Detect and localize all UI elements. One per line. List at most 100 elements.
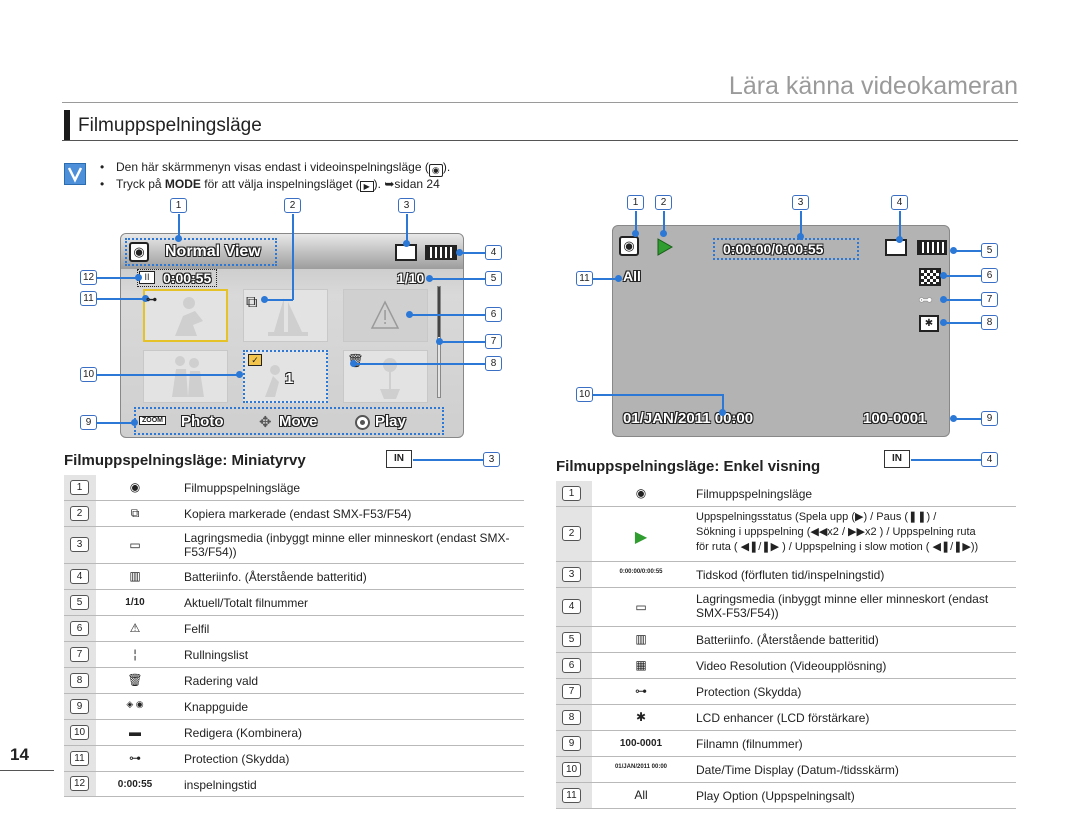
table-row: 8🗑Radering vald xyxy=(64,668,524,694)
row-description: Protection (Skydda) xyxy=(696,685,802,699)
row-description: Aktuell/Totalt filnummer xyxy=(184,596,309,610)
table-row: 1◉Filmuppspelningsläge xyxy=(64,475,524,501)
callout-4: 4 xyxy=(485,245,502,260)
thumbnail-flower[interactable]: 🗑 xyxy=(343,350,428,403)
lcd-enhancer-icon: ✱ xyxy=(919,315,939,332)
play-option-all-icon: All xyxy=(634,788,648,802)
row-icon-text: 100-0001 xyxy=(619,738,663,749)
date-time-display: 01/JAN/2011 00:00 xyxy=(623,410,754,427)
table-row: 4 ▭ Lagringsmedia (inbyggt minne eller min… xyxy=(556,588,1016,627)
playback-mode-icon: ◉ xyxy=(428,164,443,177)
table-row: 6▦Video Resolution (Videoupplösning) xyxy=(556,653,1016,679)
memory-card-icon: ▭ xyxy=(129,537,141,552)
thumbnail-selected[interactable] xyxy=(143,289,228,342)
table-row: 11⊶Protection (Skydda) xyxy=(64,746,524,772)
combine-icon: ▬ xyxy=(129,725,141,739)
row-description: inspelningstid xyxy=(184,777,257,792)
row-number: 4 xyxy=(562,599,581,614)
battery-icon: ▥ xyxy=(635,632,647,646)
timecode-frame xyxy=(713,238,859,260)
row-description: Date/Time Display (Datum-/tidsskärm) xyxy=(696,763,899,777)
combine-count: 1 xyxy=(285,370,294,387)
scrollbar-icon: ¦ xyxy=(133,647,137,661)
header-divider xyxy=(62,102,1018,103)
callout-12: 12 xyxy=(80,270,97,285)
row-description: Filmuppspelningsläge xyxy=(184,481,301,495)
row-number: 10 xyxy=(562,761,581,777)
callout-2: 2 xyxy=(655,195,672,210)
row-description: Play Option (Uppspelningsalt) xyxy=(696,789,855,803)
row-number: 6 xyxy=(562,657,581,673)
combine-icon: ✓ xyxy=(248,354,262,366)
thumbnail-dancers[interactable] xyxy=(143,350,228,403)
callout-7: 7 xyxy=(981,292,998,307)
section-divider xyxy=(62,140,1018,141)
row-description: Redigera (Kombinera) xyxy=(184,726,303,740)
thumbnail-sailboat[interactable]: ⧉ xyxy=(243,289,328,342)
play-icon xyxy=(657,238,673,256)
row-description: Lagringsmedia (inbyggt minne eller minne… xyxy=(696,592,989,620)
section-marker xyxy=(64,110,70,140)
row-number: 9 xyxy=(70,698,89,714)
row-icon-text: 0:00:00/0:00:55 xyxy=(619,569,663,575)
scrollbar-thumb[interactable] xyxy=(438,287,440,337)
row-description: LCD enhancer (LCD förstärkare) xyxy=(696,711,870,725)
row-number: 6 xyxy=(70,620,89,636)
row-description: Filnamn (filnummer) xyxy=(696,737,803,751)
table-row: 12 0:00:55 inspelningstid xyxy=(64,772,524,797)
guide-move[interactable]: Move xyxy=(279,413,318,430)
thumbnail-combine[interactable]: ✓ 1 xyxy=(243,350,328,403)
row-number: 11 xyxy=(562,787,581,803)
row-description: Lagringsmedia (inbyggt minne eller minne… xyxy=(184,531,510,559)
move-icon: ✥ xyxy=(259,414,272,431)
table-row: 10 01/JAN/2011 00:00 Date/Time Display (Da… xyxy=(556,757,1016,783)
trash-icon: 🗑 xyxy=(127,673,143,687)
thumbnail-error[interactable] xyxy=(343,289,428,342)
guide-play[interactable]: Play xyxy=(375,413,406,430)
guide-photo[interactable]: Photo xyxy=(181,413,224,430)
row-number: 2 xyxy=(70,505,89,521)
mode-label: Normal View xyxy=(165,243,261,260)
protect-key-icon: ⊶ xyxy=(146,294,157,306)
row-description: Kopiera markerade (endast SMX-F53/F54) xyxy=(184,507,412,521)
row-description-line: Sökning i uppspelning (◀◀x2 / ▶▶x2 ) / U… xyxy=(696,526,976,538)
note-item: Tryck på MODE för att välja inspelningsl… xyxy=(100,177,450,192)
row-description: Protection (Skydda) xyxy=(184,752,290,766)
left-table-title: Filmuppspelningsläge: Miniatyrvy xyxy=(64,452,306,469)
row-number: 2 xyxy=(562,526,581,541)
callout-11: 11 xyxy=(576,271,593,286)
resolution-icon xyxy=(919,268,941,286)
row-icon-text: 01/JAN/2011 00:00 xyxy=(614,764,668,770)
row-description-line: Uppspelningsstatus (Spela upp (▶) / Paus… xyxy=(696,511,937,523)
right-table-callout: 4 xyxy=(981,452,998,467)
row-description: Tidskod (förfluten tid/inspelningstid) xyxy=(696,568,885,582)
zoom-badge: ZOOM xyxy=(139,416,166,425)
row-icon-text: 0:00:55 xyxy=(117,778,153,790)
row-description: Rullningslist xyxy=(184,648,249,662)
row-number: 7 xyxy=(562,683,581,699)
callout-9: 9 xyxy=(80,415,97,430)
button-guide-icon: ◈ ◉ xyxy=(126,699,144,709)
built-in-memory-icon: IN xyxy=(884,450,910,468)
playback-mode-icon: ◉ xyxy=(129,480,141,494)
play-option-all-icon: All xyxy=(623,268,641,284)
callout-3: 3 xyxy=(792,195,809,210)
row-number: 5 xyxy=(70,594,89,610)
row-number: 7 xyxy=(70,646,89,662)
note-item: Den här skärmmenyn visas endast i videoi… xyxy=(100,160,450,177)
callout-4: 4 xyxy=(891,195,908,210)
row-icon-text: 1/10 xyxy=(125,597,145,608)
row-number: 11 xyxy=(70,750,89,766)
table-row: 11 All Play Option (Uppspelningsalt) xyxy=(556,783,1016,809)
left-table-callout: 3 xyxy=(483,452,500,467)
callout-8: 8 xyxy=(981,315,998,330)
row-number: 12 xyxy=(70,776,89,791)
table-row: 7 ¦ Rullningslist xyxy=(64,642,524,668)
note-list: Den här skärmmenyn visas endast i videoi… xyxy=(100,160,450,192)
callout-1: 1 xyxy=(170,198,187,213)
memory-card-icon: ▭ xyxy=(635,599,647,614)
play-mode-icon: ▶ xyxy=(359,181,374,192)
row-number: 4 xyxy=(70,568,89,584)
callout-8: 8 xyxy=(485,356,502,371)
